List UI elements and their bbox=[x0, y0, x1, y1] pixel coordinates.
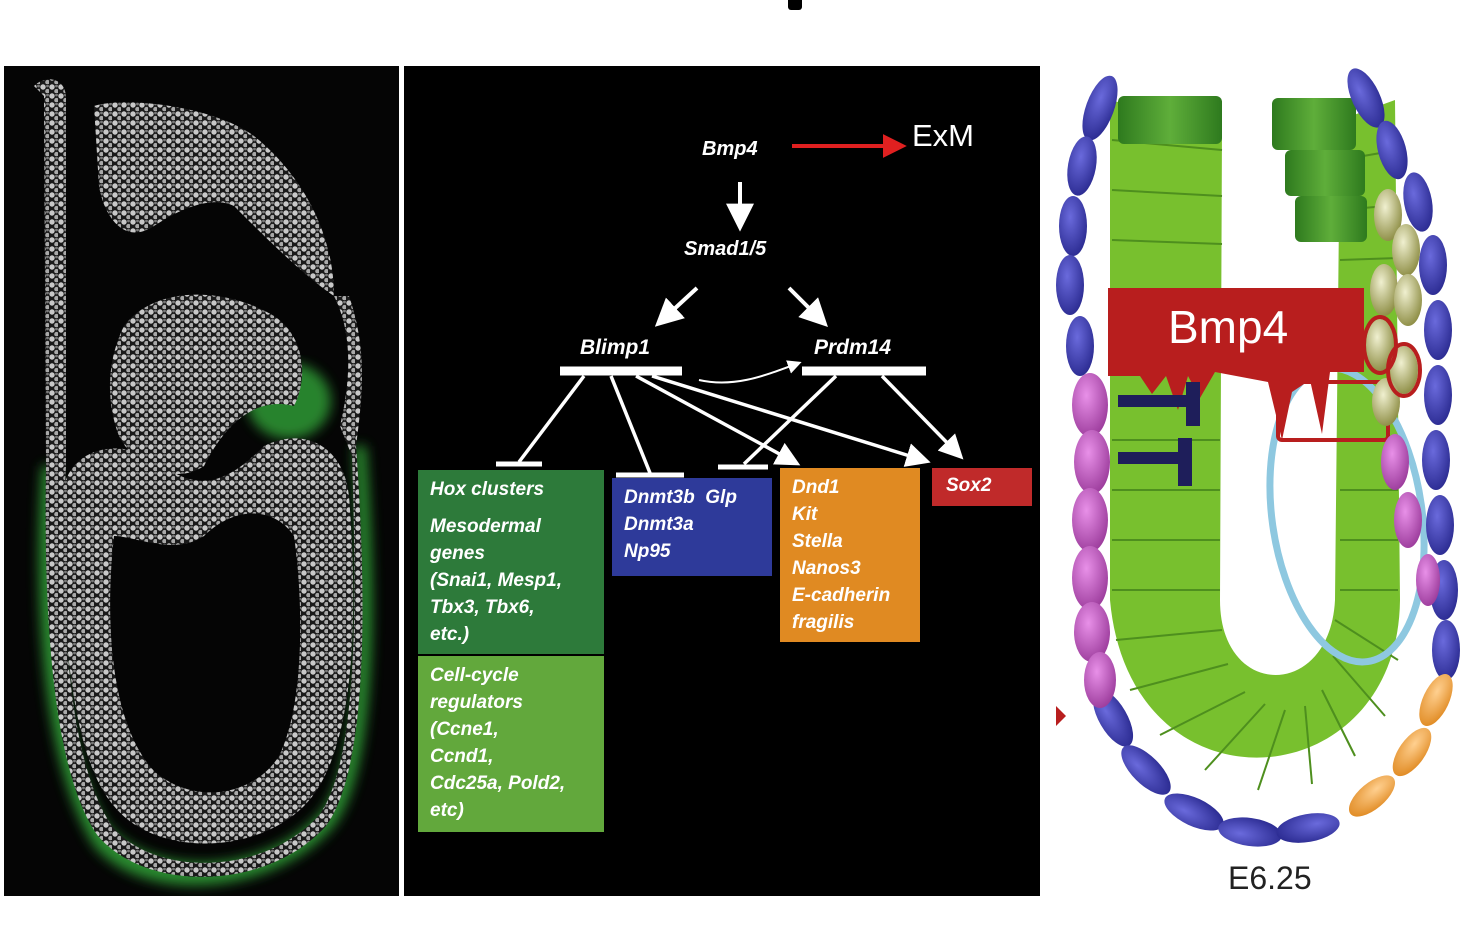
extraembryonic-tissue bbox=[109, 294, 303, 475]
epiblast-cup-tissue bbox=[62, 438, 354, 844]
box-line: genes bbox=[430, 543, 485, 564]
dnmt-glp-np95-box: Dnmt3b Glp Dnmt3a Np95 bbox=[612, 478, 772, 576]
exm-label: ExM bbox=[912, 118, 974, 153]
box-line: Np95 bbox=[624, 541, 671, 562]
smad-to-prdm14-arrow bbox=[787, 286, 828, 327]
prdm14-node: Prdm14 bbox=[814, 336, 892, 359]
sox2-label: Sox2 bbox=[946, 475, 992, 496]
box-line: fragilis bbox=[792, 612, 855, 633]
bmp4-node: Bmp4 bbox=[702, 138, 758, 160]
box-line: E-cadherin bbox=[792, 585, 891, 606]
box-line: etc) bbox=[430, 800, 464, 821]
visceral-endoderm-cells bbox=[1056, 68, 1460, 847]
smad-to-blimp1-arrow bbox=[654, 286, 699, 327]
blimp1-represses-hox bbox=[517, 374, 586, 464]
epiblast-block bbox=[1285, 150, 1365, 196]
inhibitor-symbols bbox=[1118, 382, 1200, 486]
signal-receiving-outlines bbox=[1362, 315, 1422, 398]
box-line: Cell-cycle bbox=[430, 665, 519, 686]
orange-cells bbox=[1348, 674, 1453, 817]
box-line: Hox clusters bbox=[430, 479, 545, 500]
box-line: Kit bbox=[792, 504, 818, 525]
signal-outline bbox=[1276, 380, 1390, 442]
ectoplacental-tissue bbox=[94, 102, 334, 296]
box-line: Tbx3, Tbx6, bbox=[430, 597, 535, 618]
sox2-box: Sox2 bbox=[932, 468, 1032, 506]
box-line: regulators bbox=[430, 692, 523, 713]
box-line: Stella bbox=[792, 531, 843, 552]
olive-cells bbox=[1366, 189, 1422, 426]
box-line: Nanos3 bbox=[792, 558, 861, 579]
pgc-region-outline bbox=[1266, 364, 1428, 666]
epiblast-u-shape bbox=[1110, 100, 1400, 758]
epiblast-block bbox=[1272, 98, 1356, 150]
bmp4-signal-label: Bmp4 bbox=[1168, 301, 1289, 353]
stage-label: E6.25 bbox=[1228, 860, 1312, 896]
title-fragment bbox=[788, 0, 802, 10]
box-line: Dnmt3b Glp bbox=[624, 487, 737, 508]
blimp1-represses-dnmt bbox=[609, 375, 652, 474]
cell-cycle-regulators-box: Cell-cycle regulators (Ccne1, Ccnd1, Cdc… bbox=[418, 656, 604, 832]
box-line: Ccnd1, bbox=[430, 746, 494, 767]
box-line: Cdc25a, Pold2, bbox=[430, 773, 566, 794]
epiblast-block bbox=[1118, 96, 1222, 144]
blimp1-node: Blimp1 bbox=[580, 336, 651, 359]
epiblast-segments bbox=[1111, 139, 1399, 791]
box-line: (Snai1, Mesp1, bbox=[430, 570, 562, 591]
blimp1-to-germ-arrow bbox=[635, 374, 801, 466]
box-line: (Ccne1, bbox=[430, 719, 499, 740]
box-line: Dnmt3a bbox=[624, 514, 694, 535]
epiblast-block bbox=[1295, 196, 1367, 242]
box-line: Dnd1 bbox=[792, 477, 840, 498]
blimp1-to-prdm14-arrow bbox=[698, 360, 802, 384]
pathway-edges bbox=[496, 134, 964, 478]
micrograph-image bbox=[34, 79, 373, 886]
smad-node: Smad1/5 bbox=[684, 238, 767, 260]
embryo-micrograph bbox=[4, 66, 399, 896]
pink-cells bbox=[1072, 373, 1440, 708]
outer-tissue-strip bbox=[34, 79, 363, 877]
germ-cell-genes-box: Dnd1 Kit Stella Nanos3 E-cadherin fragil… bbox=[780, 468, 920, 642]
blimp1-to-sox2-arrow bbox=[651, 374, 931, 467]
box-line: etc.) bbox=[430, 624, 470, 645]
hox-mesodermal-genes-box: Hox clusters Mesodermal genes (Snai1, Me… bbox=[418, 470, 604, 654]
pathway-diagram: Bmp4 Smad1/5 Blimp1 Prdm14 Hox clusters … bbox=[404, 66, 1040, 896]
box-line: Mesodermal bbox=[430, 516, 541, 537]
prdm14-to-sox2-arrow bbox=[880, 374, 964, 460]
red-edge-marker bbox=[1056, 706, 1066, 726]
